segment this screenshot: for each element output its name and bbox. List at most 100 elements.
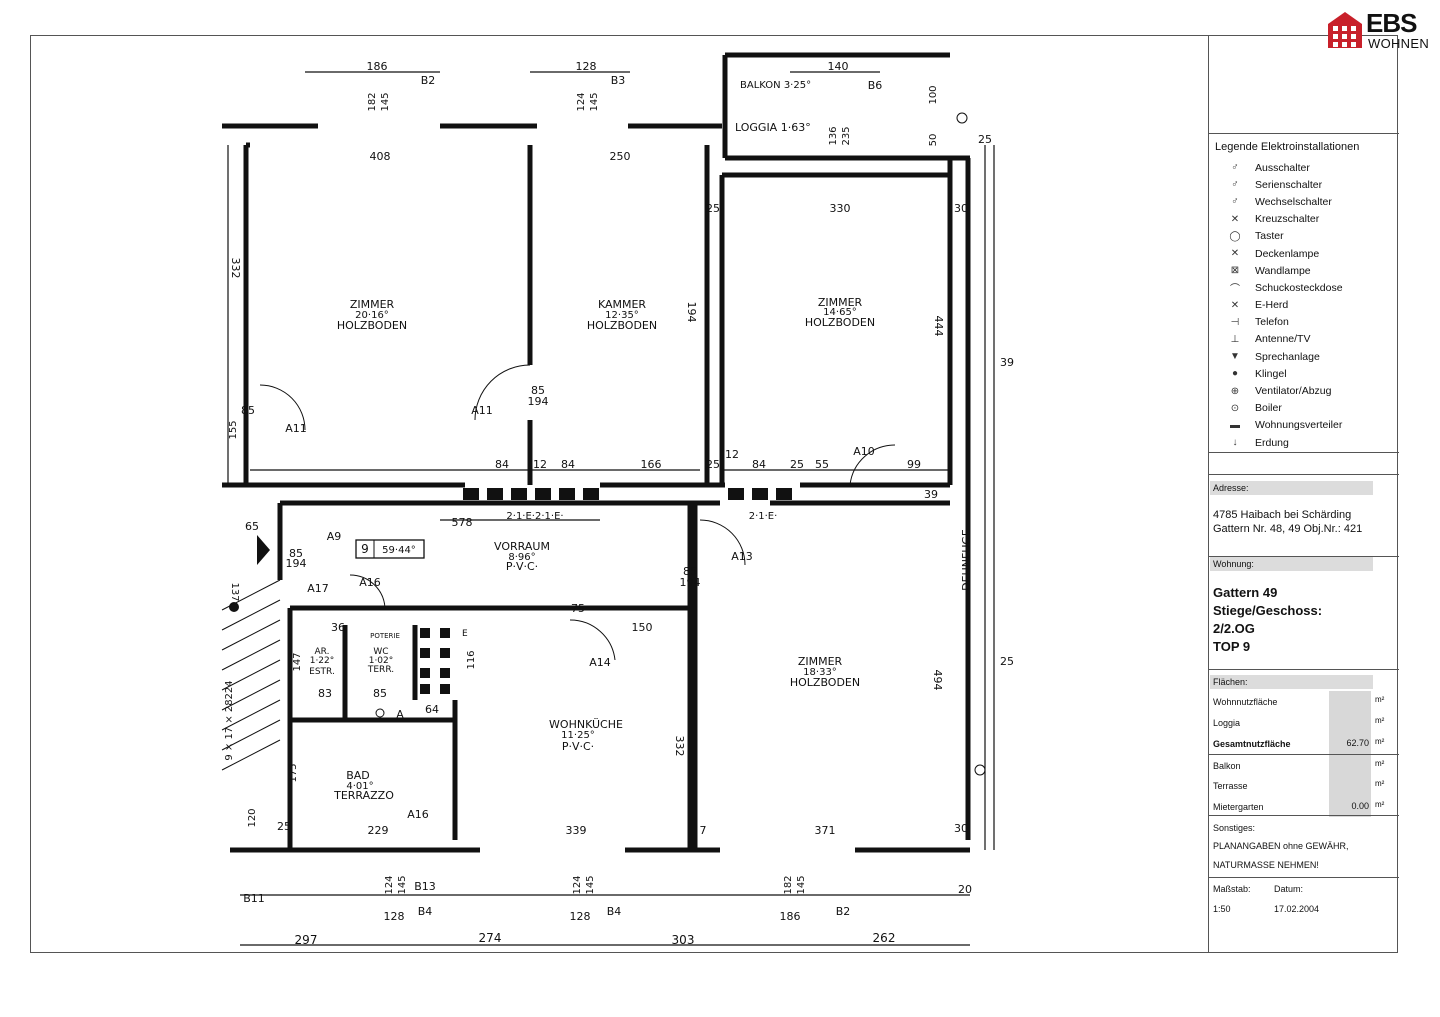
dim-85-e: 85 — [373, 687, 387, 700]
tag-poterie: POTERIE — [370, 632, 400, 640]
sonstiges-line2: NATURMASSE NEHMEN! — [1213, 860, 1319, 870]
dim-83: 83 — [318, 687, 332, 700]
e-herd-icon: ✕ — [1230, 299, 1240, 311]
dim-85-a: 85 — [531, 384, 545, 397]
dim-120: 120 — [247, 808, 258, 827]
divider — [1209, 669, 1399, 670]
legend-item-label: Sprechanlage — [1255, 350, 1320, 363]
tag-b11: B11 — [243, 892, 265, 905]
wohnung-name: Gattern 49 — [1213, 585, 1278, 600]
dim-145-e: 145 — [796, 875, 807, 894]
legend-item-label: Ausschalter — [1255, 161, 1310, 174]
legend-item: ▬Wohnungsverteiler — [1215, 417, 1343, 434]
legend-item-label: Erdung — [1255, 436, 1289, 449]
legend-item: ⊙Boiler — [1215, 400, 1343, 417]
legend-item-label: Taster — [1255, 230, 1284, 243]
tag-a11-1: A11 — [471, 404, 493, 417]
dim-444: 444 — [932, 316, 945, 337]
dim-84-a: 84 — [495, 458, 509, 471]
flaechen-row-value: 62.70 — [1329, 733, 1371, 754]
dim-250: 250 — [610, 150, 631, 163]
distribution-boxes — [229, 488, 792, 694]
dim-186-top: 186 — [367, 60, 388, 73]
dim-330: 330 — [830, 202, 851, 215]
circuit-label-2: 2·1·E· — [749, 511, 778, 522]
tag-a16-2: A16 — [407, 808, 429, 821]
door-swings — [259, 112, 986, 776]
dim-124: 124 — [576, 92, 587, 111]
tag-b4-1: B4 — [418, 905, 433, 918]
flaechen-row-value: 0.00 — [1329, 796, 1371, 817]
flaechen-row-label: Loggia — [1213, 718, 1241, 728]
flaechen-row-value — [1329, 691, 1371, 712]
room-zimmer2-area: 14·65° — [823, 307, 857, 318]
legend-item: ⊥Antenne/TV — [1215, 331, 1343, 348]
legend-title: Legende Elektroinstallationen — [1215, 141, 1360, 153]
top-value: TOP 9 — [1213, 639, 1251, 654]
dim-7: 7 — [700, 824, 707, 837]
telefon-icon: ⊣ — [1230, 316, 1240, 328]
datum-value: 17.02.2004 — [1274, 904, 1320, 914]
steckdose-icon: ⌒ — [1230, 284, 1240, 296]
dim-182-b: 182 — [783, 875, 794, 894]
antenne-icon: ⊥ — [1230, 333, 1240, 345]
legend-item: ⊕Ventilator/Abzug — [1215, 382, 1343, 399]
flaechen-row-label: Balkon — [1213, 761, 1241, 771]
boiler-icon: ⊙ — [1230, 402, 1240, 414]
room-zimmer3-name: ZIMMER — [798, 655, 843, 668]
tag-a9: A9 — [327, 530, 342, 543]
dim-124-b: 124 — [384, 875, 395, 894]
dim-194-a: 194 — [685, 302, 698, 323]
dim-578: 578 — [452, 516, 473, 529]
drawing-frame — [30, 35, 1398, 953]
deckenlampe-icon: ✕ — [1230, 248, 1240, 260]
dim-150: 150 — [632, 621, 653, 634]
legend-item: ▼Sprechanlage — [1215, 348, 1343, 365]
dim-262: 262 — [873, 931, 896, 945]
legend-item-label: Serienschalter — [1255, 178, 1323, 191]
dim-140: 140 — [828, 60, 849, 73]
legend-item: ✕ Deckenlampe — [1215, 245, 1343, 262]
room-vorraum-name: VORRAUM — [494, 540, 550, 553]
dim-128-b: 128 — [384, 910, 405, 923]
legend-item-label: Kreuzschalter — [1255, 213, 1320, 226]
room-wohnkueche-name: WOHNKÜCHE — [549, 718, 623, 731]
massstab-label: Maßstab: — [1213, 884, 1251, 894]
dim-55: 55 — [815, 458, 829, 471]
stiege-value: 2/2.OG — [1213, 621, 1255, 636]
room-zimmer2-name: ZIMMER — [818, 296, 863, 309]
room-wc-name: WC — [373, 647, 388, 657]
dim-39-b: 39 — [924, 488, 938, 501]
circuit-label-1: 2·1·E·2·1·E· — [506, 511, 563, 522]
logo-brand: EBS — [1366, 8, 1417, 38]
legend-item-label: Wechselschalter — [1255, 195, 1332, 208]
dimension-lines — [227, 71, 995, 946]
dim-186-b: 186 — [780, 910, 801, 923]
legend-item: ♂Wechselschalter — [1215, 193, 1343, 210]
legend-item: ●Klingel — [1215, 365, 1343, 382]
room-wohnkueche-area: 11·25° — [561, 730, 595, 741]
unit-number: 9 — [361, 542, 369, 556]
tag-b13: B13 — [414, 880, 436, 893]
divider — [1209, 474, 1399, 475]
ventilator-icon: ⊕ — [1230, 385, 1240, 397]
tag-a: A — [396, 708, 404, 721]
dim-229: 229 — [368, 824, 389, 837]
dim-75: 75 — [571, 602, 585, 615]
flaechen-row-unit: m² — [1375, 779, 1385, 788]
dim-12-a: 12 — [533, 458, 547, 471]
tag-a16-1: A16 — [359, 576, 381, 589]
address-line2: Gattern Nr. 48, 49 Obj.Nr.: 421 — [1213, 523, 1363, 535]
dim-332-b: 332 — [673, 736, 686, 757]
dim-128-top: 128 — [576, 60, 597, 73]
flaechen-row-unit: m² — [1375, 737, 1385, 746]
dim-175: 175 — [288, 763, 299, 782]
wohnung-label: Wohnung: — [1210, 557, 1373, 571]
legend-item-label: Deckenlampe — [1255, 247, 1320, 260]
divider — [1209, 877, 1399, 878]
dim-124-c: 124 — [572, 875, 583, 894]
tag-a10: A10 — [853, 445, 875, 458]
legend-item: ✕E-Herd — [1215, 297, 1343, 314]
dim-30: 30 — [954, 202, 968, 215]
loggia-label: LOGGIA 1·63° — [735, 121, 811, 134]
